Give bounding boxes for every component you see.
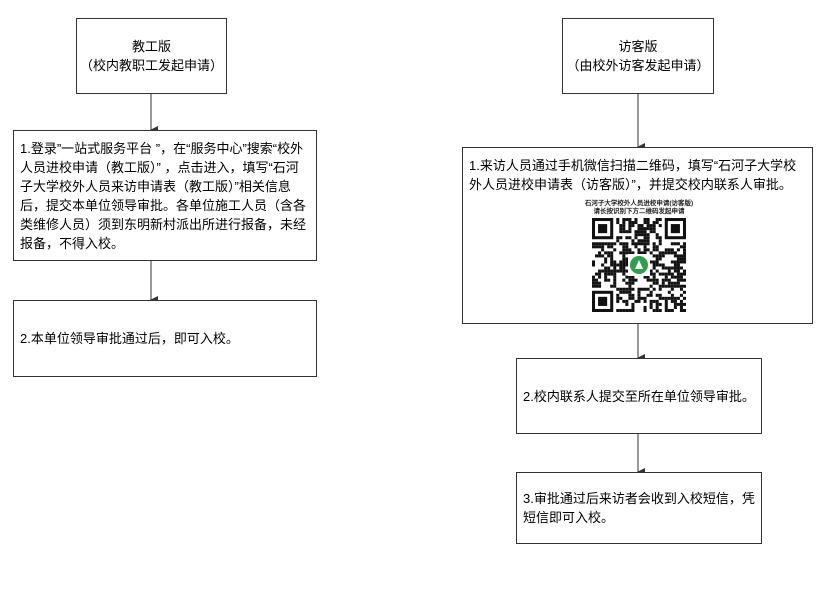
visitor-step-2-box: 2.校内联系人提交至所在单位领导审批。 <box>516 358 762 434</box>
qr-caption-title: 石河子大学校外人员进校申请(访客版) <box>584 200 694 207</box>
qr-code-icon[interactable] <box>592 218 686 312</box>
staff-step-1-box: 1.登录”一站式服务平台 ”，在“服务中心”搜索“校外人员进校申请（教工版）” … <box>13 130 317 261</box>
staff-version-subtitle: （校内教职工发起申请） <box>79 58 223 73</box>
visitor-step-3-text: 3.审批通过后来访者会收到入校短信，凭短信即可入校。 <box>523 491 755 525</box>
staff-step-2-text: 2.本单位领导审批通过后，即可入校。 <box>20 331 239 346</box>
staff-step-1-text: 1.登录”一站式服务平台 ”，在“服务中心”搜索“校外人员进校申请（教工版）” … <box>20 140 307 251</box>
visitor-version-box: 访客版 （由校外访客发起申请） <box>562 18 714 94</box>
visitor-step-1-text: 1.来访人员通过手机微信扫描二维码，填写“石河子大学校外人员进校申请表（访客版）… <box>469 158 797 192</box>
visitor-step-1-box: 1.来访人员通过手机微信扫描二维码，填写“石河子大学校外人员进校申请表（访客版）… <box>462 147 813 324</box>
visitor-version-title: 访客版 <box>618 39 658 54</box>
qr-caption-hint: 请长按识别下方二维码发起申请 <box>593 208 685 215</box>
staff-version-box: 教工版 （校内教职工发起申请） <box>76 18 227 94</box>
staff-step-2-box: 2.本单位领导审批通过后，即可入校。 <box>13 300 317 377</box>
visitor-step-3-box: 3.审批通过后来访者会收到入校短信，凭短信即可入校。 <box>516 472 762 544</box>
staff-version-title: 教工版 <box>131 39 171 54</box>
visitor-version-subtitle: （由校外访客发起申请） <box>566 58 710 73</box>
visitor-step-2-text: 2.校内联系人提交至所在单位领导审批。 <box>523 388 755 404</box>
qr-code-panel: 石河子大学校外人员进校申请(访客版) 请长按识别下方二维码发起申请 <box>563 200 715 317</box>
